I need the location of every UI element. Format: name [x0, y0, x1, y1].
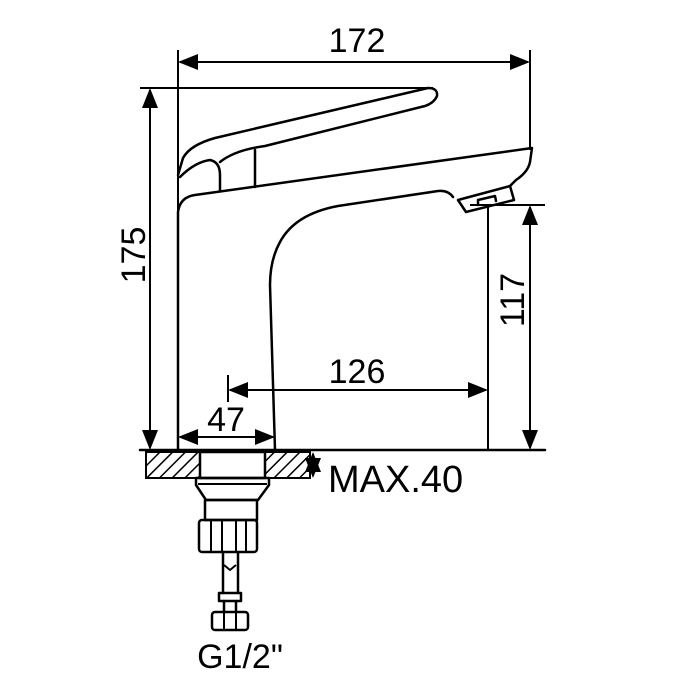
dim-height-175: 175: [115, 87, 433, 450]
dim-label-175: 175: [115, 227, 153, 284]
dim-label-117: 117: [494, 273, 532, 327]
mounting-fittings: G1/2": [194, 450, 283, 676]
faucet-body: [176, 146, 534, 452]
dim-base-47: 47: [178, 401, 275, 445]
dim-label-max40: MAX.40: [328, 459, 463, 501]
faucet-handle: [176, 86, 439, 192]
dim-label-126: 126: [329, 353, 386, 391]
dim-label-172: 172: [329, 22, 386, 60]
countertop-section: MAX.40: [138, 448, 547, 501]
dim-reach-126: 126: [227, 353, 488, 402]
dim-label-47: 47: [207, 401, 245, 439]
thread-label: G1/2": [197, 638, 283, 676]
dim-height-117: 117: [470, 204, 545, 450]
